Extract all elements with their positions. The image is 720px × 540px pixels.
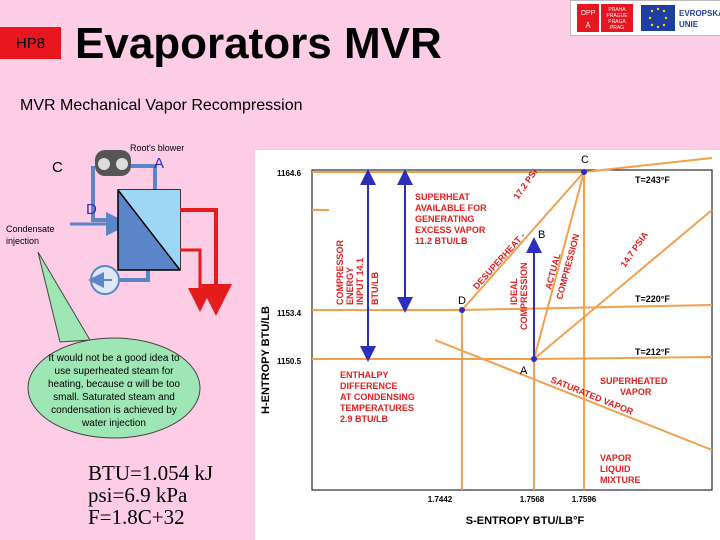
outlet-pipe (120, 270, 150, 282)
compressor-text-2: ENERGY (345, 267, 355, 305)
heating-return-pipe (180, 248, 212, 312)
callout-line-6: water injection (81, 418, 146, 429)
label-point-b: B (538, 229, 545, 241)
opp-logo-text-1: OPP (581, 10, 596, 17)
opp-logo-text-2: A (585, 21, 591, 30)
condensate-label-2: injection (6, 236, 39, 246)
opp-logo (577, 4, 599, 32)
process-lines (312, 157, 713, 490)
superheat-text-1: SUPERHEAT (415, 192, 470, 202)
ideal-text-1: IDEAL (509, 277, 519, 305)
blower-label: Root's blower (130, 143, 184, 153)
temp-220: T=220°F (635, 294, 670, 304)
enthalpy-text-4: TEMPERATURES (340, 403, 414, 413)
callout-line-1: It would not be a good idea to (48, 353, 180, 364)
x-tick-17568: 1.7568 (520, 495, 545, 504)
logo-bar: OPP A PRAHA PRAGUE PRAGA PRAG EVROPSKÁ U… (570, 0, 720, 36)
unit-conversions: BTU=1.054 kJ psi=6.9 kPa F=1.8C+32 (88, 462, 213, 528)
superheat-text-2: AVAILABLE FOR (415, 203, 487, 213)
praha-logo (601, 4, 633, 32)
desuperheat-line (461, 171, 585, 311)
hp-badge: HP8 (0, 27, 61, 59)
blower-rotor-left-icon (98, 158, 110, 170)
enthalpy-text-1: ENTHALPY (340, 370, 389, 380)
callout-line-5: condensation is achieved by (51, 405, 177, 416)
label-point-c: C (581, 154, 589, 166)
ideal-text-2: COMPRESSION (519, 262, 529, 330)
label-c: C (52, 159, 63, 176)
vapor-liquid-1: VAPOR (600, 453, 632, 463)
callout-pointer (37, 251, 91, 343)
isotherm-243 (583, 157, 713, 173)
compressed-vapor-pipe (128, 164, 157, 194)
mvr-schematic: Root's blower C A D Condensate injection… (6, 143, 232, 439)
point-c (581, 169, 587, 175)
isobar-14-7 (533, 209, 713, 360)
praha-text-4: PRAG (610, 25, 624, 31)
temp-243: T=243°F (635, 175, 670, 185)
praha-text-1: PRAHA (608, 7, 626, 13)
isotherm-212 (533, 356, 713, 360)
praha-text-2: PRAGUE (606, 13, 628, 19)
superheat-text-4: EXCESS VAPOR (415, 225, 486, 235)
vapor-liquid-3: MIXTURE (600, 475, 641, 485)
conversion-f: F=1.8C+32 (88, 505, 185, 529)
eu-text-1: EVROPSKÁ (679, 9, 720, 18)
enthalpy-text-3: AT CONDENSING (340, 392, 415, 402)
callout-text: It would not be a good idea to use super… (48, 353, 180, 429)
callout-line-4: small. Saturated steam and (53, 392, 175, 403)
isotherm-220 (461, 304, 713, 311)
heating-outlet-pipe (180, 208, 232, 316)
y-axis-label: H-ENTROPY BTU/LB (260, 306, 272, 414)
condensate-label-1: Condensate (6, 224, 55, 234)
conversion-btu: BTU=1.054 kJ (88, 461, 214, 485)
saturation-line (434, 339, 713, 451)
label-point-a: A (520, 365, 528, 377)
label-point-d: D (458, 295, 466, 307)
compressor-text-4: BTU/LB (370, 272, 380, 305)
point-d (459, 307, 465, 313)
superheated-vapor-1: SUPERHEATED (600, 376, 668, 386)
x-tick-17596: 1.7596 (572, 495, 597, 504)
enthalpy-text-5: 2.9 BTU/LB (340, 414, 389, 424)
evaporator-divider (117, 189, 181, 271)
eu-text-2: UNIE (679, 20, 699, 29)
superheat-text-3: GENERATING (415, 214, 474, 224)
vapor-liquid-2: LIQUID (600, 464, 631, 474)
blower-rotor-right-icon (116, 158, 128, 170)
superheat-text-5: 11.2 BTU/LB (415, 236, 468, 246)
callout-line-2: use superheated steam for (55, 366, 175, 377)
y-tick-1150: 1150.5 (277, 357, 302, 366)
enthalpy-text-2: DIFFERENCE (340, 381, 398, 391)
page-title: Evaporators MVR (75, 19, 442, 68)
y-tick-1153: 1153.4 (277, 309, 302, 318)
partner-logos: OPP A PRAHA PRAGUE PRAGA PRAG EVROPSKÁ U… (577, 4, 720, 32)
compressor-text-1: COMPRESSOR (335, 239, 345, 305)
temp-212: T=212°F (635, 347, 670, 357)
point-a (531, 356, 537, 362)
hp-badge-label: HP8 (15, 34, 46, 52)
superheated-vapor-2: VAPOR (620, 387, 652, 397)
y-tick-1164: 1164.6 (277, 169, 302, 178)
plot-area (311, 169, 713, 491)
callout-line-3: heating, because α will be too (48, 379, 180, 390)
mollier-diagram: H-ENTROPY BTU/LB 1164.6 1153.4 1150.5 1.… (255, 150, 720, 540)
x-tick-17442: 1.7442 (428, 495, 453, 504)
actual-compression-line (533, 171, 585, 360)
compressor-text-3: INPUT 14.1 (355, 258, 365, 305)
label-a: A (154, 155, 164, 172)
eu-stars-icon (648, 7, 668, 29)
conversion-psi: psi=6.9 kPa (88, 483, 188, 507)
praha-text-3: PRAGA (608, 19, 626, 25)
x-axis-label: S-ENTROPY BTU/LB°F (466, 515, 585, 527)
label-d: D (86, 201, 97, 218)
subtitle: MVR Mechanical Vapor Recompression (20, 97, 303, 114)
callout-bubble (27, 337, 201, 439)
